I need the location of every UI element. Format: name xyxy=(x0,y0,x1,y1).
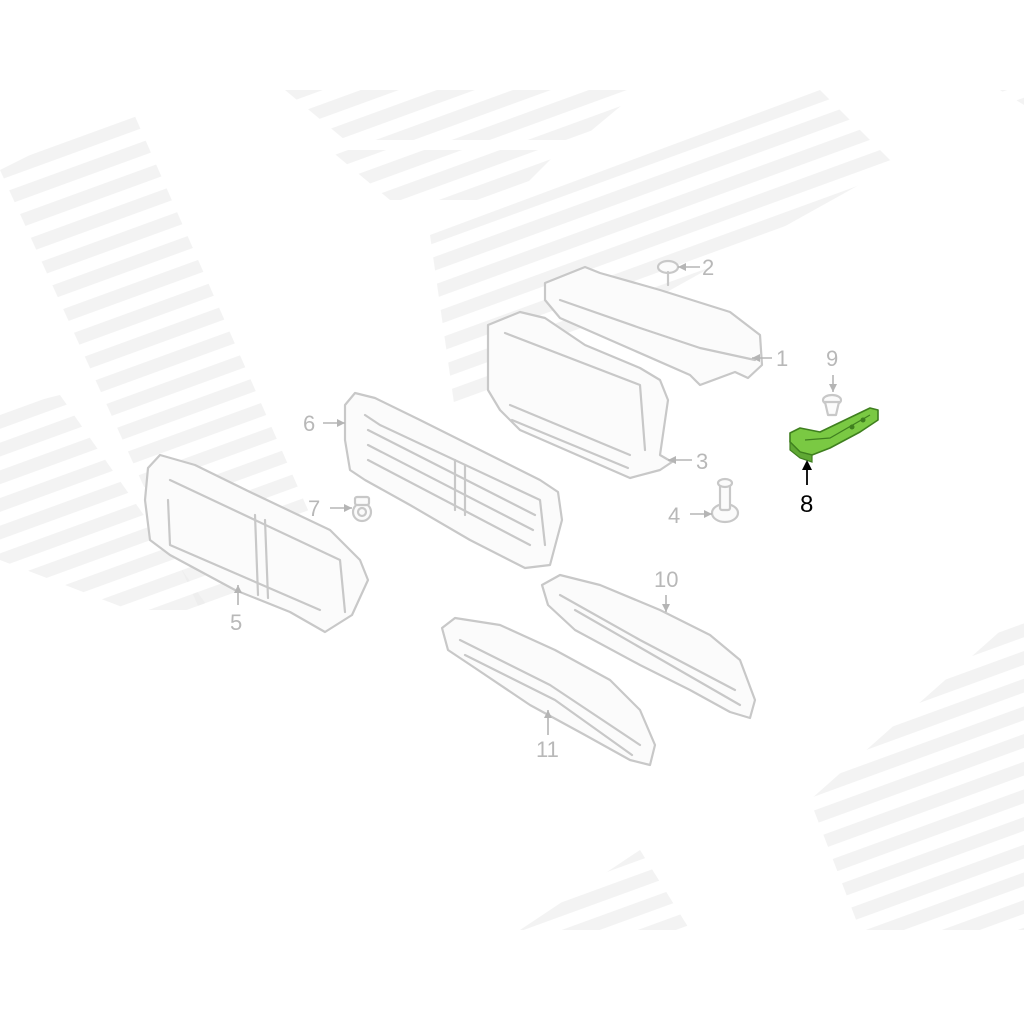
callout-2: 2 xyxy=(702,255,714,280)
part-1-deflector-panel[interactable] xyxy=(543,265,764,387)
callout-8: 8 xyxy=(800,491,813,518)
callout-1: 1 xyxy=(776,346,788,371)
part-6-grille-shutter[interactable] xyxy=(343,391,564,570)
callout-3: 3 xyxy=(696,449,708,474)
callout-10: 10 xyxy=(654,567,678,592)
part-7-fastener[interactable] xyxy=(351,495,373,523)
part-9-screw[interactable] xyxy=(821,393,843,417)
callout-4: 4 xyxy=(668,503,680,528)
callout-5: 5 xyxy=(230,610,242,635)
part-3-shutter-housing[interactable] xyxy=(486,310,674,480)
part-5-lower-frame[interactable] xyxy=(143,453,370,634)
callout-11: 11 xyxy=(536,737,559,762)
part-11-lower-bracket[interactable] xyxy=(440,616,657,767)
leader-lines xyxy=(234,263,837,735)
callout-9: 9 xyxy=(826,346,838,371)
part-10-lower-bracket[interactable] xyxy=(540,573,757,720)
callout-labels: 1 2 3 4 5 6 7 8 9 10 11 xyxy=(230,255,838,762)
part-4-bolt[interactable] xyxy=(710,477,740,524)
callout-7: 7 xyxy=(308,496,320,521)
part-8-highlighted-bracket[interactable] xyxy=(789,407,879,463)
part-2-clip[interactable] xyxy=(656,259,680,287)
callout-6: 6 xyxy=(303,411,315,436)
